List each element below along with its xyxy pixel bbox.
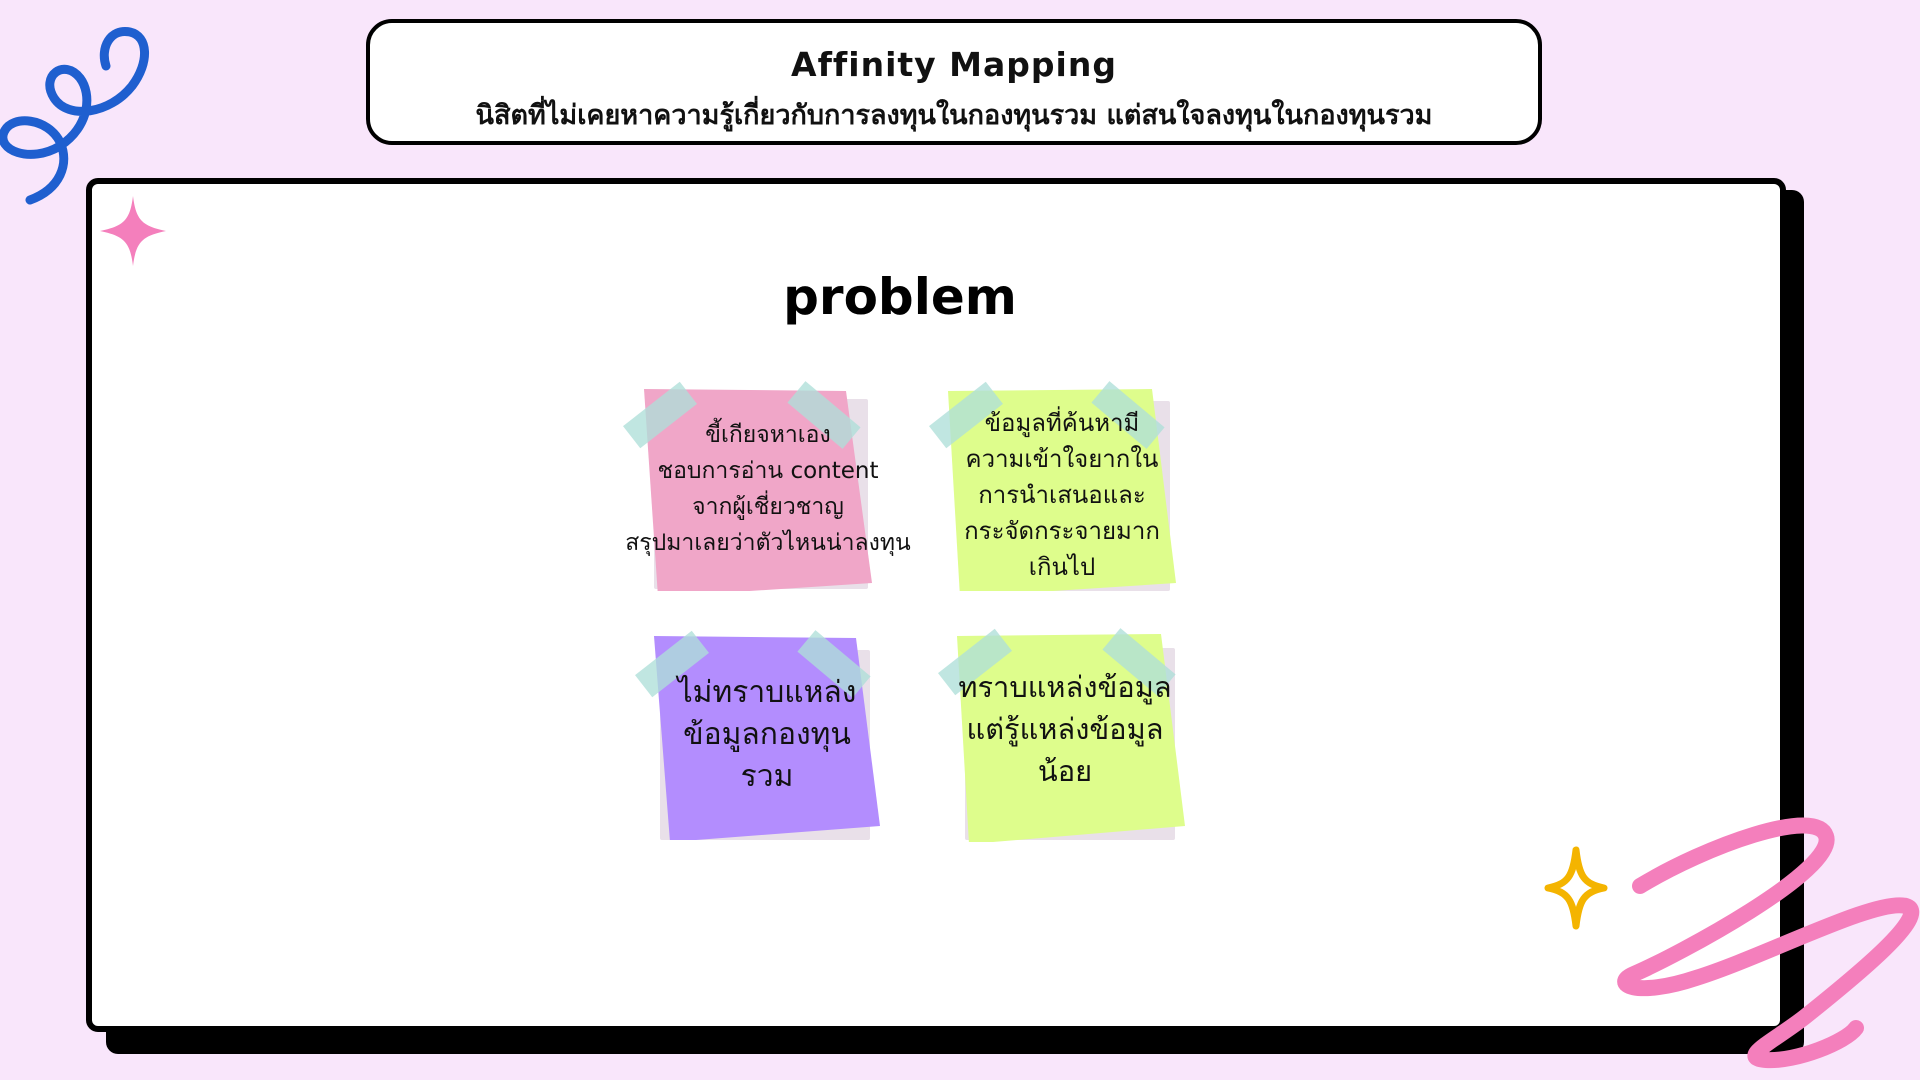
note-text: ทราบแหล่งข้อมูล แต่รู้แหล่งข้อมูล น้อย bbox=[943, 666, 1187, 792]
note-text: ไม่ทราบแหล่ง ข้อมูลกองทุน รวม bbox=[652, 672, 882, 798]
note-line: การนำเสนอและ bbox=[942, 477, 1182, 513]
sticky-note: ทราบแหล่งข้อมูล แต่รู้แหล่งข้อมูล น้อย bbox=[955, 630, 1185, 842]
sticky-note: ข้อมูลที่ค้นหามี ความเข้าใจยากใน การนำเส… bbox=[946, 385, 1176, 591]
note-line: ไม่ทราบแหล่ง bbox=[652, 672, 882, 714]
note-line: สรุปมาเลยว่าตัวไหนน่าลงทุน bbox=[616, 525, 920, 561]
note-line: ข้อมูลที่ค้นหามี bbox=[942, 405, 1182, 441]
note-line: ชอบการอ่าน content bbox=[616, 453, 920, 489]
sticky-note: ไม่ทราบแหล่ง ข้อมูลกองทุน รวม bbox=[652, 632, 882, 840]
pink-sparkle-icon bbox=[100, 196, 166, 266]
note-line: ข้อมูลกองทุน bbox=[652, 714, 882, 756]
note-line: จากผู้เชี่ยวชาญ bbox=[616, 489, 920, 525]
page-title: Affinity Mapping bbox=[370, 45, 1538, 84]
note-line: รวม bbox=[652, 756, 882, 798]
note-text: ข้อมูลที่ค้นหามี ความเข้าใจยากใน การนำเส… bbox=[942, 405, 1182, 585]
header-box: Affinity Mapping นิสิตที่ไม่เคยหาความรู้… bbox=[366, 19, 1542, 145]
sticky-note: ขี้เกียจหาเอง ชอบการอ่าน content จากผู้เ… bbox=[638, 385, 874, 591]
note-line: น้อย bbox=[943, 750, 1187, 792]
note-line: ทราบแหล่งข้อมูล bbox=[943, 666, 1187, 708]
board-title: problem bbox=[0, 268, 1800, 326]
note-line: แต่รู้แหล่งข้อมูล bbox=[943, 708, 1187, 750]
note-line: เกินไป bbox=[942, 549, 1182, 585]
board-title-text: problem bbox=[783, 268, 1017, 326]
note-line: ขี้เกียจหาเอง bbox=[616, 417, 920, 453]
pink-scribble-icon bbox=[1616, 806, 1920, 1070]
note-line: ความเข้าใจยากใน bbox=[942, 441, 1182, 477]
note-line: กระจัดกระจายมาก bbox=[942, 513, 1182, 549]
page-subtitle: นิสิตที่ไม่เคยหาความรู้เกี่ยวกับการลงทุน… bbox=[370, 93, 1538, 136]
note-text: ขี้เกียจหาเอง ชอบการอ่าน content จากผู้เ… bbox=[616, 417, 920, 561]
yellow-sparkle-icon bbox=[1544, 846, 1608, 930]
